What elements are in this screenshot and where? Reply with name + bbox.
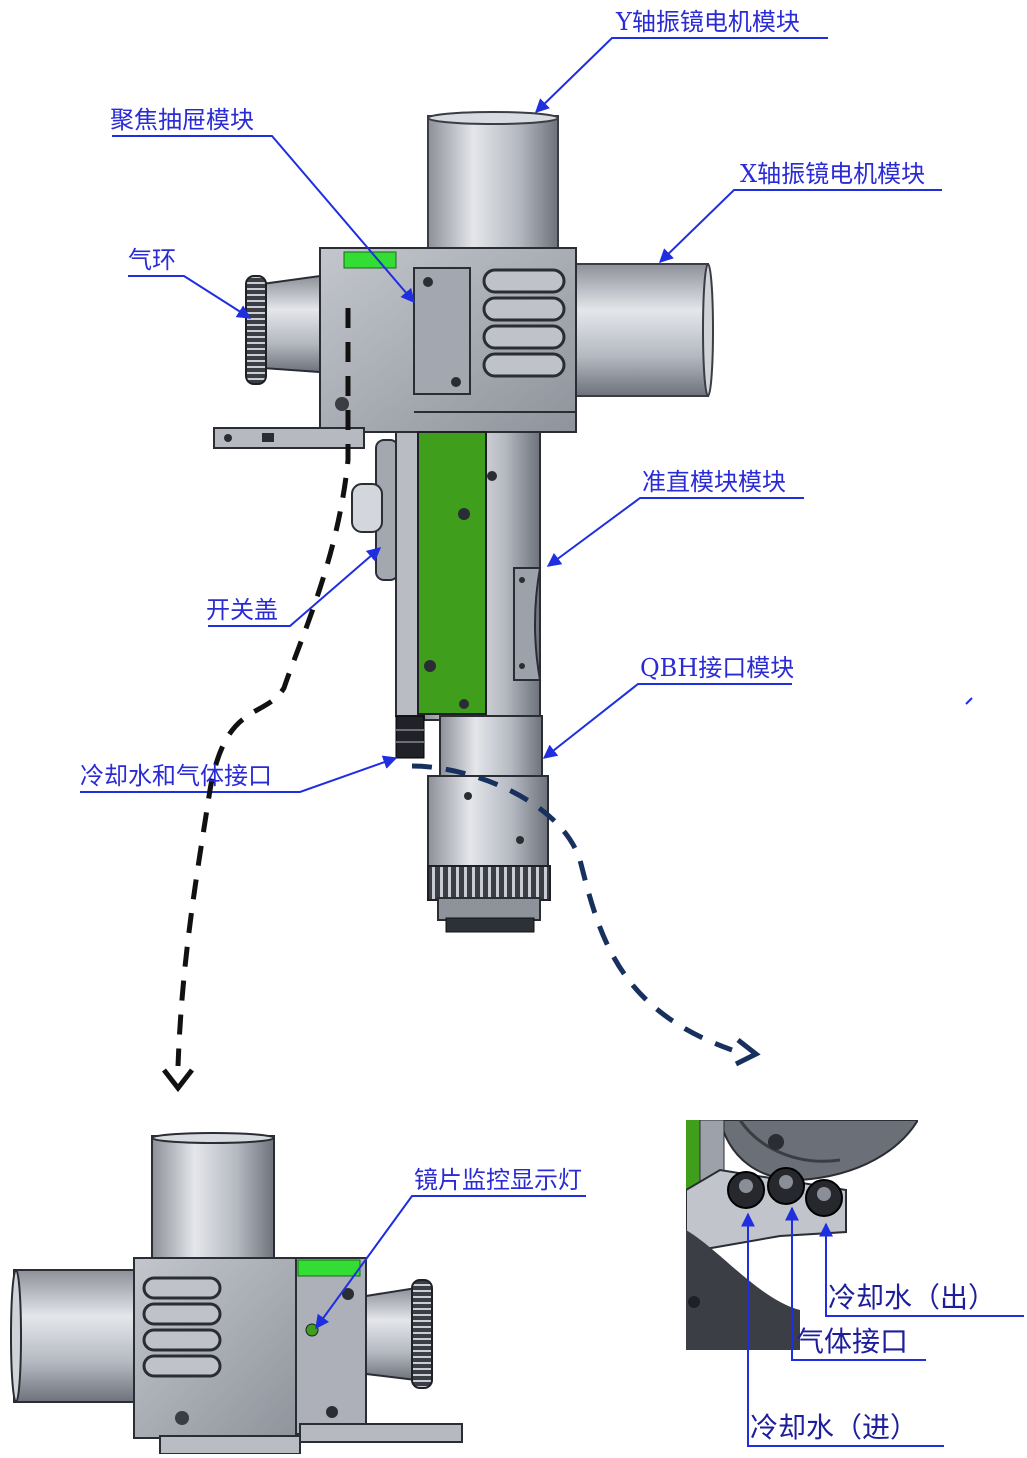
focus-drawer-plate: [413, 267, 471, 395]
port-detail-view: [686, 1120, 918, 1350]
label-qbh-interface: QBH接口模块: [640, 654, 795, 682]
vent-slots: [482, 268, 566, 378]
side-view: [10, 1132, 463, 1455]
x-galvo-cylinder: [569, 263, 714, 397]
dashed-arrowhead-down: [162, 1068, 194, 1093]
main-housing: [319, 247, 577, 433]
lens-monitor-led: [305, 1323, 319, 1337]
dashed-arrowhead-right: [734, 1038, 761, 1067]
label-coolant-out: 冷却水（出）: [828, 1281, 997, 1314]
dashed-curve-to-side-view: [175, 308, 351, 1067]
coolant-gas-port-part: [395, 715, 425, 759]
mounting-bracket: [213, 427, 365, 449]
label-focus-drawer: 聚焦抽屉模块: [110, 106, 254, 134]
leader-lens-monitor: [315, 1195, 586, 1330]
label-gas-port: 气体接口: [796, 1325, 909, 1358]
collimation-column: [395, 431, 542, 721]
label-collimation-module: 准直模块模块: [642, 468, 786, 496]
label-x-galvo-motor: X轴振镜电机模块: [740, 160, 926, 188]
fittings: [727, 1167, 843, 1217]
leader-port-detail: [741, 1206, 1024, 1447]
label-coolant-in: 冷却水（进）: [750, 1411, 919, 1444]
gas-ring: [245, 274, 321, 385]
y-galvo-cylinder: [427, 111, 559, 253]
qbh-interface-part: [427, 715, 551, 933]
switch-cover-part: [351, 439, 399, 581]
label-coolant-gas-port: 冷却水和气体接口: [80, 762, 272, 790]
label-gas-ring: 气环: [128, 246, 176, 274]
main-assembly: [213, 111, 714, 933]
green-indicator-tab: [343, 251, 397, 269]
label-lens-monitor-light: 镜片监控显示灯: [414, 1166, 582, 1194]
label-switch-cover: 开关盖: [206, 596, 278, 624]
label-y-galvo-motor: Y轴振镜电机模块: [616, 8, 800, 36]
leader-lines: [80, 37, 942, 793]
